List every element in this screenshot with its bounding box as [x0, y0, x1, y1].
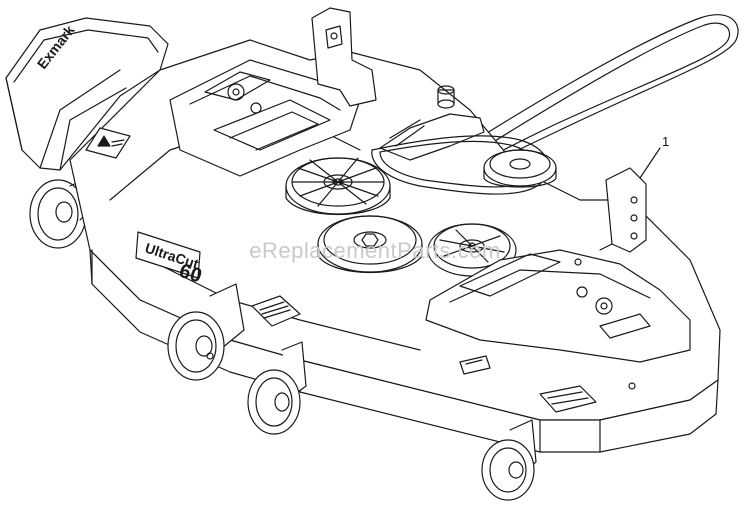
discharge-chute [5, 17, 169, 171]
callout-leader [639, 147, 661, 179]
small-label-decal [459, 355, 491, 375]
caster-wheel-front-right [481, 419, 537, 501]
watermark: eReplacementParts.com [249, 238, 501, 263]
mounting-brackets [311, 7, 647, 253]
drive-belt-loop [419, 14, 739, 183]
callout-number: 1 [662, 134, 670, 149]
caster-wheel-front-left [247, 341, 307, 435]
spindle-pulley-center [317, 215, 423, 274]
front-left-wheel [29, 173, 101, 249]
caster-wheel-left-mid [167, 283, 245, 381]
idler-pulley [483, 149, 557, 188]
warning-decal [85, 127, 131, 159]
left-spindle-cover [169, 59, 361, 177]
right-spindle-cover [425, 249, 691, 390]
idler-tensioner [379, 85, 485, 161]
brand-plate-decal [539, 385, 597, 413]
info-decal [251, 295, 301, 327]
spindle-pulley-left [285, 157, 391, 216]
